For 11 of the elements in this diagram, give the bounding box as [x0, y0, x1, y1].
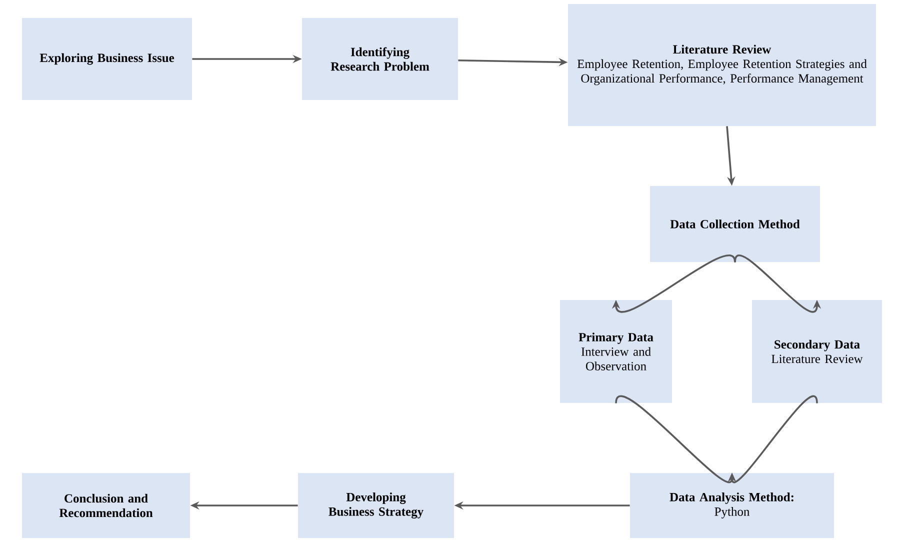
- process-box: Data Analysis Method: Python: [630, 473, 834, 538]
- process-box: Literature Review Employee Retention, Employee Retention Strategies and Organizational Performance, Performance Management: [568, 4, 876, 126]
- process-box: Secondary Data Literature Review: [752, 300, 882, 403]
- process-box: Identifying Research Problem: [302, 18, 458, 100]
- arrow: [612, 254, 736, 312]
- process-box: Primary Data Interview and Observation: [560, 300, 672, 403]
- process-box: Developing Business Strategy: [298, 473, 454, 538]
- process-box: Conclusion and Recommendation: [22, 473, 190, 538]
- arrow: [728, 396, 818, 483]
- process-box: Exploring Business Issue: [22, 18, 192, 100]
- process-box: Data Collection Method: [650, 186, 820, 262]
